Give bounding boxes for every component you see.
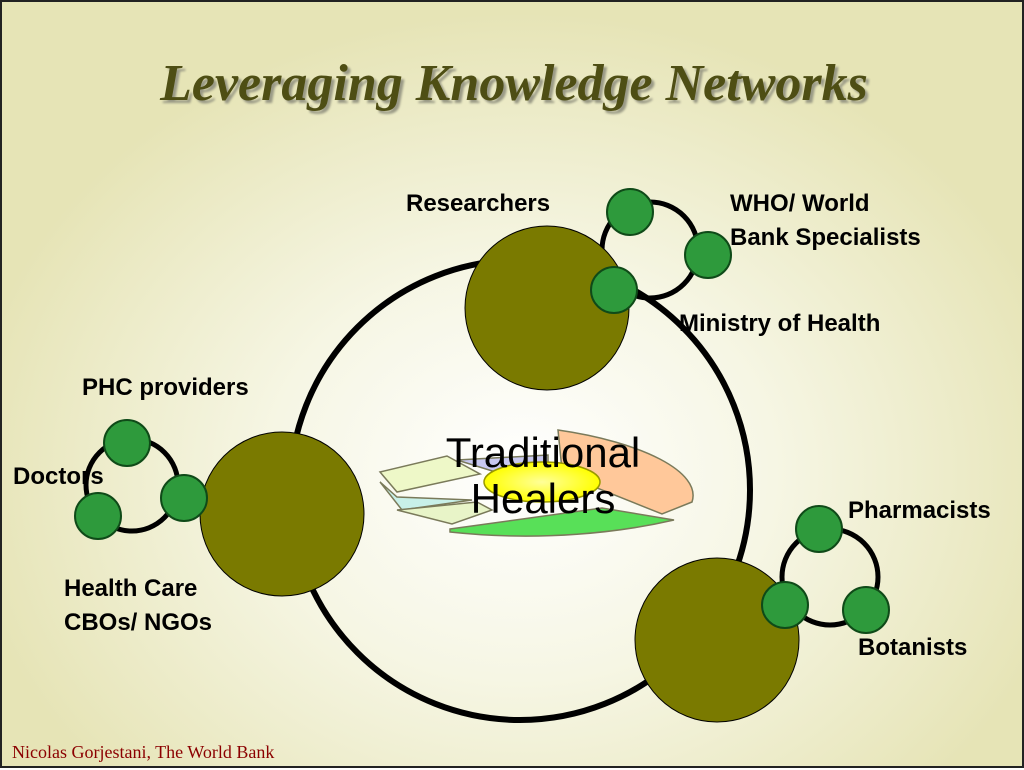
node-ministry-of-health [590,266,638,314]
wheel-segment-pale-2 [379,481,473,511]
wheel-center [483,461,601,503]
node-bottom-left [761,581,809,629]
wheel-segment-pale-3 [396,501,494,525]
wheel-segment-pale-1 [378,455,483,493]
label-botanists: Botanists [858,634,968,661]
node-phc-providers [103,419,151,467]
label-pharmacists: Pharmacists [848,497,991,524]
label-who-world-bank-line2: Bank Specialists [730,224,921,251]
label-doctors: Doctors [13,463,104,490]
healers-wheel [378,429,694,537]
center-label-line2: Healers [470,475,616,522]
label-ministry-of-health: Ministry of Health [679,310,881,337]
node-who-world-bank [684,231,732,279]
footer-credit: Nicolas Gorjestani, The World Bank [12,742,275,762]
node-pharmacists [795,505,843,553]
node-health-care-cbos [160,474,208,522]
label-health-care-line2: CBOs/ NGOs [64,609,213,636]
hub-left [199,431,365,597]
hub-bottom-right [634,557,800,723]
center-label-line1: Traditional [445,429,641,476]
label-phc-providers: PHC providers [82,374,249,401]
label-who-world-bank-line1: WHO/ World [730,190,870,217]
node-doctors [74,492,122,540]
node-botanists [842,586,890,634]
label-health-care-line1: Health Care [64,575,198,602]
node-researchers [606,188,654,236]
wheel-segment-green [449,507,675,537]
label-researchers: Researchers [406,190,551,217]
wheel-segment-orange [557,429,694,515]
slide-title: Leveraging Knowledge Networks [160,55,868,112]
center-label-traditional-healers: Traditional Healers [402,430,684,522]
